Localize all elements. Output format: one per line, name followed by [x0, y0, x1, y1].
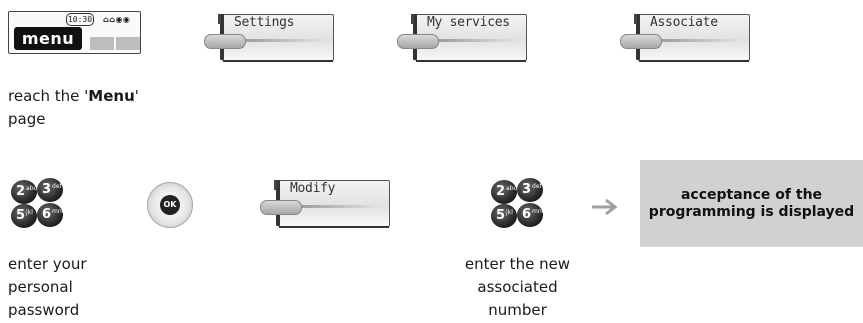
my-services-key[interactable]: My services: [397, 14, 527, 62]
caption-line: password: [8, 301, 80, 319]
key-frame: [276, 180, 390, 228]
reach-menu-caption: reach the 'Menu' page: [8, 85, 188, 131]
settings-label: Settings: [234, 15, 295, 30]
caption-text: ': [134, 87, 139, 105]
softkey-right[interactable]: [116, 37, 140, 50]
keypad-icon: 2abc 3def 5jkl 6mno: [489, 178, 545, 230]
key-3: 3def: [517, 178, 543, 202]
ok-button[interactable]: OK: [160, 195, 180, 215]
key-knob: [397, 34, 439, 49]
key-5: 5jkl: [491, 204, 517, 228]
status-icons: ⌂⌂◉◉: [103, 15, 131, 24]
associate-key[interactable]: Associate: [620, 14, 750, 62]
caption-line: number: [488, 301, 547, 319]
enter-number-caption: enter the new associated number: [440, 253, 595, 322]
clock: 10:30: [66, 13, 94, 26]
caption-line: personal: [8, 278, 73, 296]
key-tick: [411, 14, 414, 24]
key-knob: [620, 34, 662, 49]
caption-bold: Menu: [88, 87, 135, 105]
caption-text: reach the ': [8, 87, 89, 105]
settings-key[interactable]: Settings: [204, 14, 334, 62]
result-box: acceptance of the programming is display…: [640, 160, 863, 247]
key-knob: [204, 34, 246, 49]
key-2: 2abc: [491, 180, 517, 204]
associate-label: Associate: [650, 15, 718, 30]
modify-key[interactable]: Modify: [260, 180, 390, 228]
key-beam: [658, 39, 740, 42]
enter-password-caption: enter your personal password: [8, 253, 148, 322]
key-beam: [242, 39, 324, 42]
modify-label: Modify: [290, 181, 336, 196]
key-tick: [634, 14, 637, 24]
key-2: 2abc: [11, 180, 37, 204]
key-6: 6mno: [37, 203, 65, 227]
key-tick: [218, 14, 221, 24]
result-text: acceptance of the programming is display…: [648, 186, 855, 220]
phone-display: 10:30 ⌂⌂◉◉ menu: [8, 11, 143, 61]
arrow-right-icon: [592, 198, 618, 216]
caption-text: page: [8, 110, 46, 128]
caption-line: enter the new: [464, 255, 571, 273]
key-beam: [435, 39, 517, 42]
my-services-label: My services: [427, 15, 510, 30]
key-3: 3def: [37, 178, 63, 202]
menu-button[interactable]: menu: [14, 27, 82, 50]
caption-line: associated: [477, 278, 558, 296]
softkey-left[interactable]: [90, 37, 114, 50]
key-6: 6mno: [517, 203, 545, 227]
key-knob: [260, 200, 302, 215]
caption-line: enter your: [8, 255, 87, 273]
key-beam: [298, 205, 380, 208]
key-tick: [274, 180, 277, 190]
ok-button-ring: OK: [147, 182, 193, 228]
key-5: 5jkl: [11, 204, 37, 228]
keypad-icon: 2abc 3def 5jkl 6mno: [9, 178, 65, 230]
